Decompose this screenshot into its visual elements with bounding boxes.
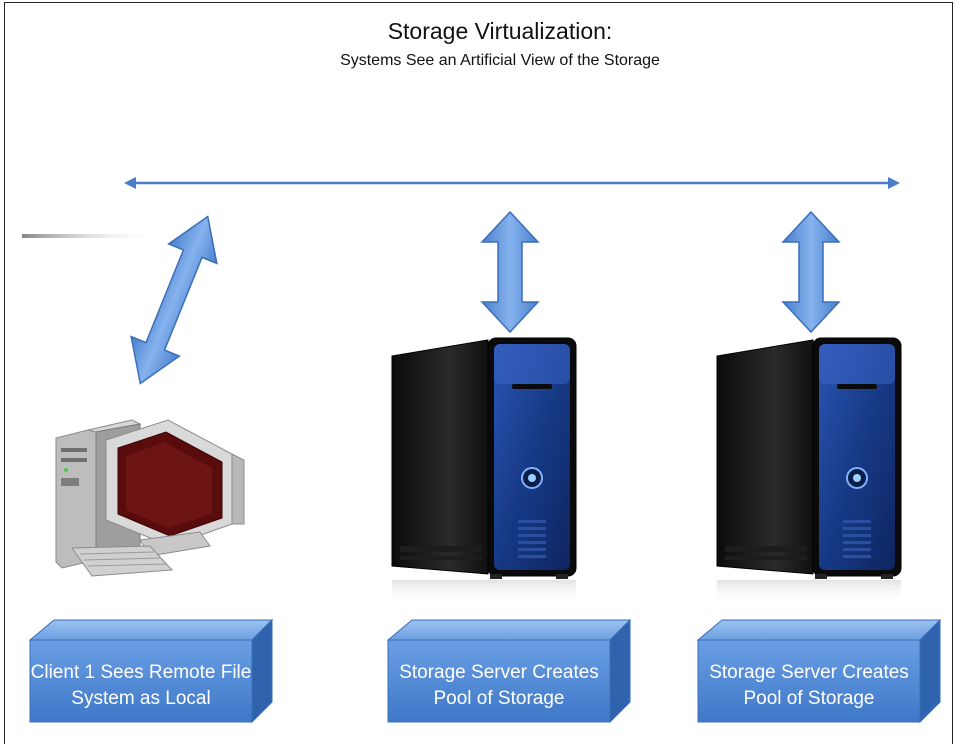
diagram-subtitle: Systems See an Artificial View of the St… xyxy=(340,52,660,69)
client-link-arrow xyxy=(130,215,218,385)
storage-server-1-icon xyxy=(391,337,577,604)
server-2-label-box xyxy=(696,618,942,724)
client-label-text: Client 1 Sees Remote File System as Loca… xyxy=(30,662,252,709)
left-fade-artifact xyxy=(22,234,162,238)
server-1-label-box xyxy=(386,618,632,724)
server-1-label-text: Storage Server Creates Pool of Storage xyxy=(399,662,599,709)
server-1-link-arrow xyxy=(480,210,540,334)
diagram-title: Storage Virtualization: xyxy=(387,18,613,44)
network-bus-arrow xyxy=(124,177,900,189)
client-label-box xyxy=(28,618,274,724)
client-computer-icon xyxy=(55,419,245,577)
storage-server-2-icon xyxy=(716,337,902,604)
server-2-link-arrow xyxy=(781,210,841,334)
diagram-frame xyxy=(4,2,953,744)
server-2-label-text: Storage Server Creates Pool of Storage xyxy=(709,662,909,709)
